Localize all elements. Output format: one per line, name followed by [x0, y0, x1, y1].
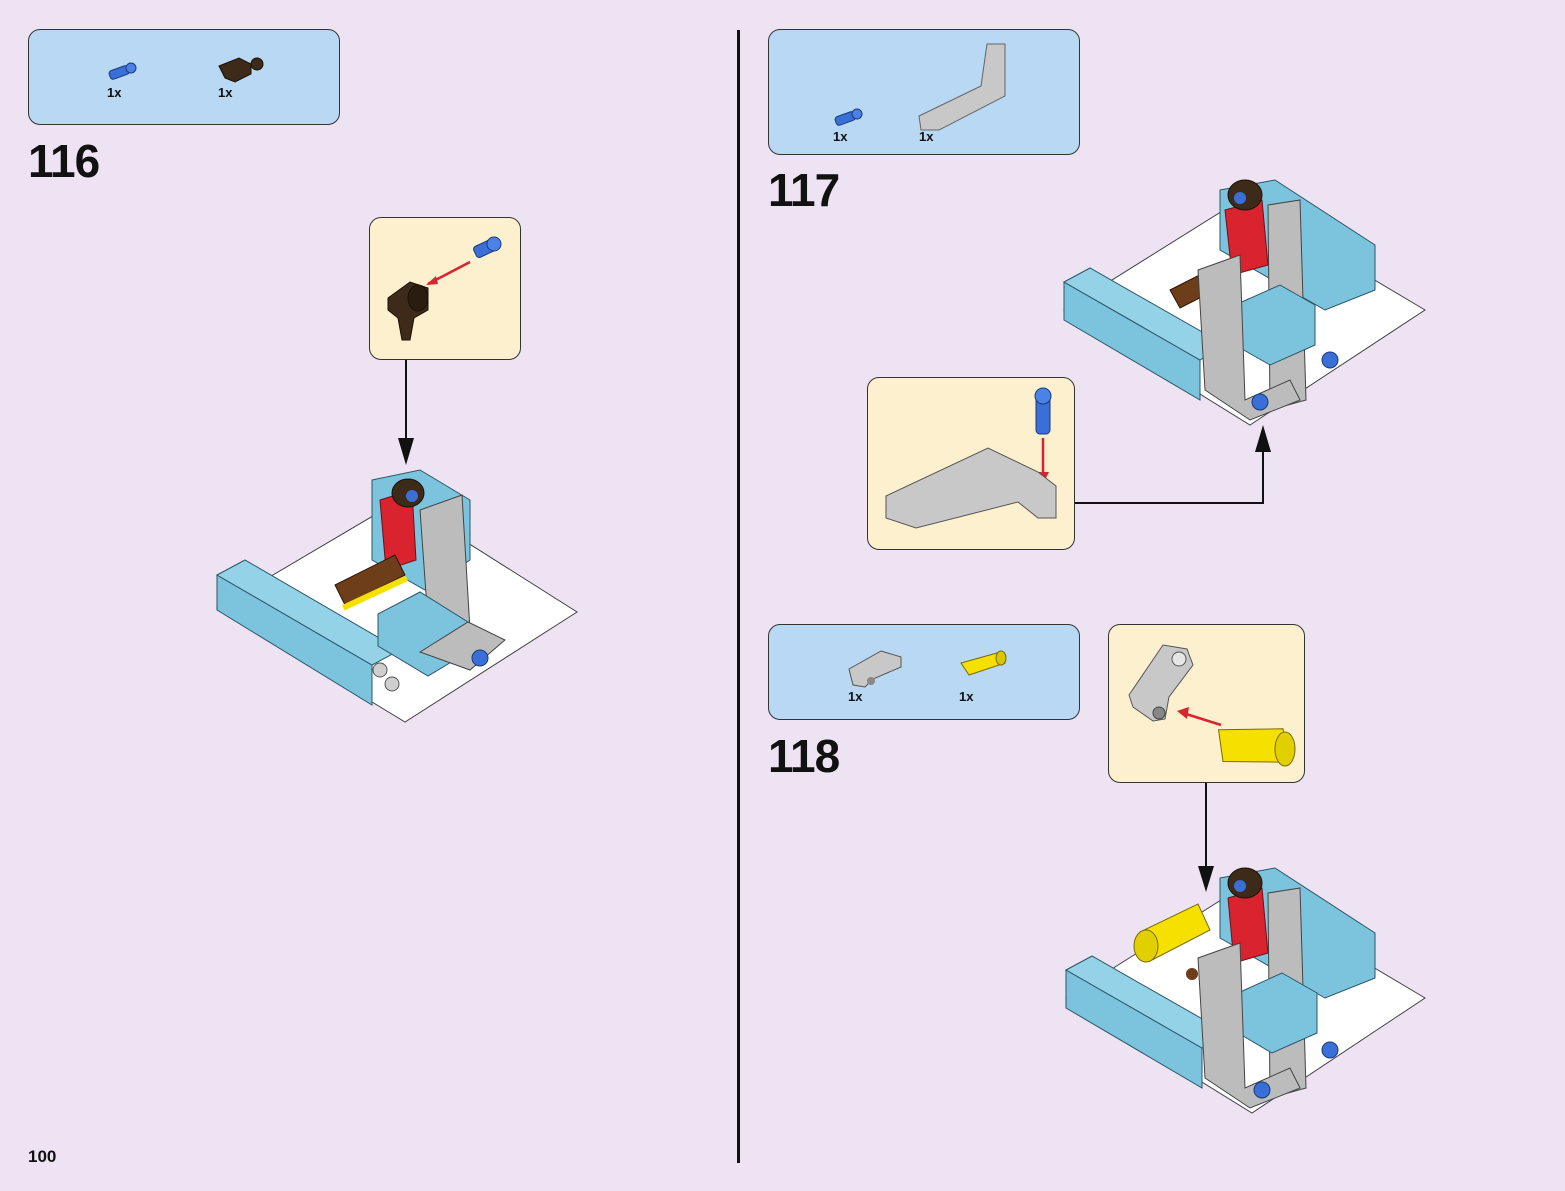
step-number-117: 117: [768, 164, 840, 216]
yellow-bush-icon: [960, 650, 1007, 676]
dark-brown-connector-icon: [387, 281, 429, 341]
parts-list-118: [848, 650, 1007, 688]
parts-list-117: [834, 43, 1006, 131]
model-assembly-116: [215, 469, 578, 723]
model-assembly-117: [1062, 179, 1426, 426]
parts-box-step-117: 1x 1x: [768, 29, 1080, 155]
part-qty: 1x: [919, 129, 934, 144]
yellow-bush-icon: [1133, 903, 1211, 963]
step-number-118: 118: [768, 730, 840, 782]
page-number: 100: [28, 1147, 57, 1166]
callout-step-116: [369, 217, 521, 360]
parts-list-116: [108, 57, 264, 83]
part-qty: 1x: [959, 689, 974, 704]
parts-box-step-118: 1x 1x: [768, 624, 1080, 720]
step-number-116: 116: [28, 135, 100, 187]
model-assembly-118: [1064, 867, 1426, 1114]
callout-illustration-117: [885, 387, 1057, 529]
callout-illustration-116: [387, 236, 502, 341]
part-qty: 1x: [833, 129, 848, 144]
yellow-bush-icon: [1217, 728, 1296, 767]
parts-box-step-116: 1x 1x: [28, 29, 340, 125]
callout-step-117: [867, 377, 1075, 550]
gray-l-beam-icon: [885, 447, 1057, 529]
part-qty: 1x: [218, 85, 233, 100]
blue-axle-pin-icon: [1034, 387, 1052, 435]
gray-bent-lever-icon: [1128, 644, 1194, 722]
gray-l-beam-icon: [918, 43, 1006, 131]
blue-axle-pin-icon: [473, 236, 502, 259]
blue-axle-pin-icon: [834, 108, 863, 126]
part-qty: 1x: [107, 85, 122, 100]
dark-brown-connector-icon: [218, 57, 264, 83]
page-divider: [737, 30, 740, 1163]
callout-step-118: [1108, 624, 1305, 783]
callout-illustration-118: [1128, 644, 1296, 767]
part-qty: 1x: [848, 689, 863, 704]
blue-axle-pin-icon: [108, 62, 137, 80]
gray-bent-lever-icon: [848, 650, 902, 688]
